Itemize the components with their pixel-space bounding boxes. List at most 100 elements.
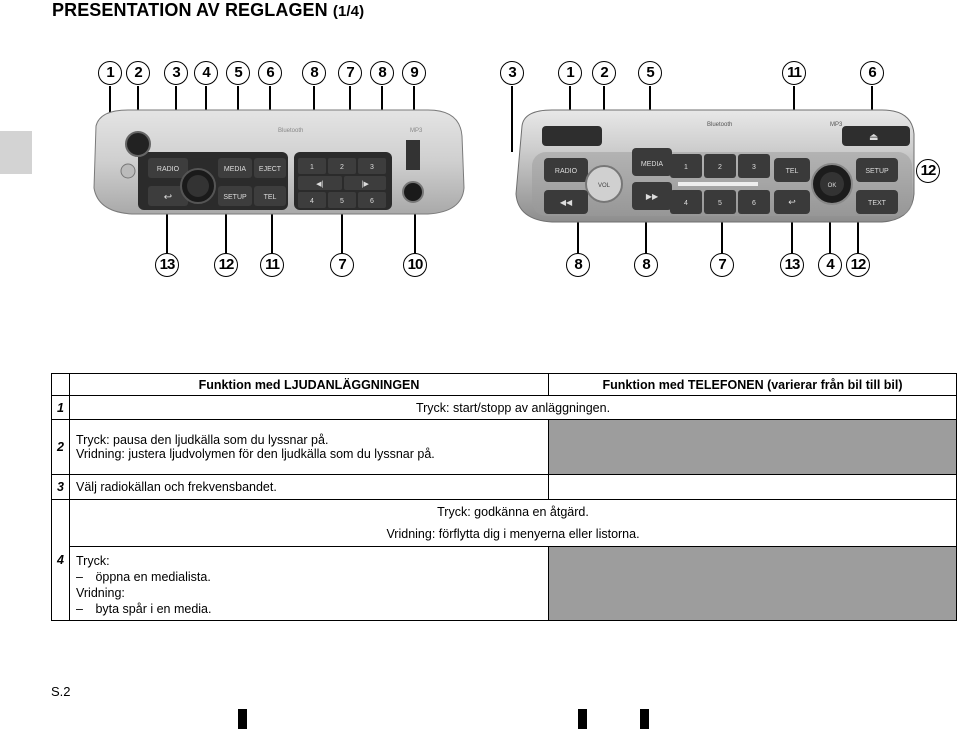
row-number: 1 bbox=[51, 395, 70, 420]
svg-text:|▶: |▶ bbox=[361, 180, 369, 188]
callout-number: 13 bbox=[780, 253, 804, 277]
callout-number: 7 bbox=[710, 253, 734, 277]
callout-number: 12 bbox=[214, 253, 238, 277]
header-phone: Funktion med TELEFONEN (varierar från bi… bbox=[548, 373, 957, 396]
radio-left-label-media: MEDIA bbox=[224, 166, 247, 173]
radio-left-label-mp3: MP3 bbox=[410, 128, 423, 134]
callout-number: 7 bbox=[330, 253, 354, 277]
callout-number: 13 bbox=[155, 253, 179, 277]
radio-left-label-setup: SETUP bbox=[223, 194, 247, 201]
row-4-audio-line: – öppna en medialista. bbox=[76, 569, 211, 584]
callout-number: 7 bbox=[338, 61, 362, 85]
page-number: S.2 bbox=[51, 684, 71, 699]
callout-number: 1 bbox=[98, 61, 122, 85]
svg-text:▶▶: ▶▶ bbox=[646, 192, 659, 201]
radio-right-label-mp3: MP3 bbox=[830, 122, 843, 128]
callout-number: 3 bbox=[164, 61, 188, 85]
row-number: 4 bbox=[51, 499, 70, 621]
table-row: 4 Tryck: godkänna en åtgärd. Vridning: f… bbox=[51, 499, 957, 621]
radio-left-label-bluetooth: Bluetooth bbox=[278, 128, 303, 134]
callout-leader-line bbox=[225, 196, 227, 253]
callout-leader-line bbox=[341, 206, 343, 253]
radio-left-preset-1: 1 bbox=[310, 164, 314, 171]
table-row: Tryck: – öppna en medialista. Vridning: … bbox=[52, 546, 957, 621]
row-4-audio-line: Tryck: bbox=[76, 553, 110, 568]
row-4-shared-line: Tryck: godkänna en åtgärd. bbox=[437, 505, 589, 519]
radio-right-label-media: MEDIA bbox=[641, 161, 664, 168]
svg-text:↩: ↩ bbox=[164, 192, 172, 203]
section-tab bbox=[0, 131, 32, 174]
callout-number: 2 bbox=[126, 61, 150, 85]
table-corner bbox=[51, 373, 70, 396]
svg-text:◀◀: ◀◀ bbox=[560, 198, 573, 207]
svg-text:⏏: ⏏ bbox=[869, 132, 878, 143]
table-row: 2 Tryck: pausa den ljudkälla som du lyss… bbox=[51, 419, 957, 475]
row-2-audio-line: Vridning: justera ljudvolymen för den lj… bbox=[76, 447, 435, 461]
callout-leader-line bbox=[645, 206, 647, 253]
radio-right-label-tel: TEL bbox=[786, 168, 799, 175]
row-4-shared-line: Vridning: förflytta dig i menyerna eller… bbox=[386, 527, 640, 541]
radio-right-preset-2: 2 bbox=[718, 164, 722, 171]
callout-leader-line bbox=[166, 200, 168, 253]
radio-right-preset-5: 5 bbox=[718, 200, 722, 207]
callout-leader-line bbox=[721, 212, 723, 253]
callout-number: 3 bbox=[500, 61, 524, 85]
function-table: Funktion med LJUDANLÄGGNINGEN Funktion m… bbox=[51, 373, 957, 621]
callout-number: 11 bbox=[782, 61, 806, 85]
row-number: 3 bbox=[51, 474, 70, 500]
row-2-audio-line: Tryck: pausa den ljudkälla som du lyssna… bbox=[76, 433, 329, 447]
callout-leader-line bbox=[791, 204, 793, 253]
callout-leader-line bbox=[829, 200, 831, 253]
row-1-text: Tryck: start/stopp av anläggningen. bbox=[69, 395, 957, 420]
radio-left-label-tel: TEL bbox=[264, 194, 277, 201]
crop-mark bbox=[640, 709, 649, 729]
row-number: 2 bbox=[51, 419, 70, 475]
row-4-audio: Tryck: – öppna en medialista. Vridning: … bbox=[69, 546, 549, 621]
row-4-shared: Tryck: godkänna en åtgärd. Vridning: för… bbox=[69, 499, 957, 547]
callout-number: 9 bbox=[402, 61, 426, 85]
table-row: 1 Tryck: start/stopp av anläggningen. bbox=[51, 395, 957, 420]
row-4-phone bbox=[548, 546, 957, 621]
callout-number: 5 bbox=[638, 61, 662, 85]
svg-text:◀|: ◀| bbox=[316, 180, 324, 188]
row-3-phone bbox=[548, 474, 957, 500]
radio-left-preset-3: 3 bbox=[370, 164, 374, 171]
header-audio: Funktion med LJUDANLÄGGNINGEN bbox=[69, 373, 549, 396]
table-row: 3 Välj radiokällan och frekvensbandet. bbox=[51, 474, 957, 500]
radio-unit-left-image: RADIO MEDIA EJECT ↩ SETUP TEL 1 2 3 4 5 … bbox=[93, 109, 465, 215]
radio-left-preset-2: 2 bbox=[340, 164, 344, 171]
radio-right-preset-6: 6 bbox=[752, 200, 756, 207]
radio-left-preset-4: 4 bbox=[310, 198, 314, 205]
row-3-audio: Välj radiokällan och frekvensbandet. bbox=[69, 474, 549, 500]
radio-left-label-eject: EJECT bbox=[259, 166, 282, 173]
radio-left-label-radio: RADIO bbox=[157, 166, 180, 173]
radio-right-preset-4: 4 bbox=[684, 200, 688, 207]
callout-leader-line bbox=[511, 86, 513, 152]
radio-right-preset-3: 3 bbox=[752, 164, 756, 171]
callout-number: 8 bbox=[370, 61, 394, 85]
callout-number: 8 bbox=[634, 253, 658, 277]
page-title: PRESENTATION AV REGLAGEN (1/4) bbox=[52, 0, 365, 20]
callout-number: 10 bbox=[403, 253, 427, 277]
radio-right-label-vol: VOL bbox=[598, 183, 611, 189]
callout-number: 12 bbox=[846, 253, 870, 277]
callout-leader-line bbox=[857, 206, 859, 253]
crop-mark bbox=[578, 709, 587, 729]
callout-number: 11 bbox=[260, 253, 284, 277]
callout-leader-line bbox=[414, 198, 416, 253]
row-2-audio: Tryck: pausa den ljudkälla som du lyssna… bbox=[69, 419, 549, 475]
callout-leader-line bbox=[271, 204, 273, 253]
row-2-phone bbox=[548, 419, 957, 475]
radio-right-label-radio: RADIO bbox=[555, 168, 578, 175]
callout-right-side: 12 bbox=[916, 159, 940, 183]
callout-number: 6 bbox=[258, 61, 282, 85]
radio-right-preset-1: 1 bbox=[684, 164, 688, 171]
callout-number: 8 bbox=[302, 61, 326, 85]
radio-left-preset-6: 6 bbox=[370, 198, 374, 205]
row-4-audio-line: Vridning: bbox=[76, 585, 125, 600]
radio-unit-right-image: ⏏ MEDIA RADIO VOL ▶▶ ◀◀ 1 2 3 4 5 6 TEL … bbox=[515, 109, 915, 223]
radio-left-preset-5: 5 bbox=[340, 198, 344, 205]
radio-right-label-bluetooth: Bluetooth bbox=[707, 122, 732, 128]
row-4-audio-line: – byta spår i en media. bbox=[76, 601, 212, 616]
callout-number: 4 bbox=[194, 61, 218, 85]
